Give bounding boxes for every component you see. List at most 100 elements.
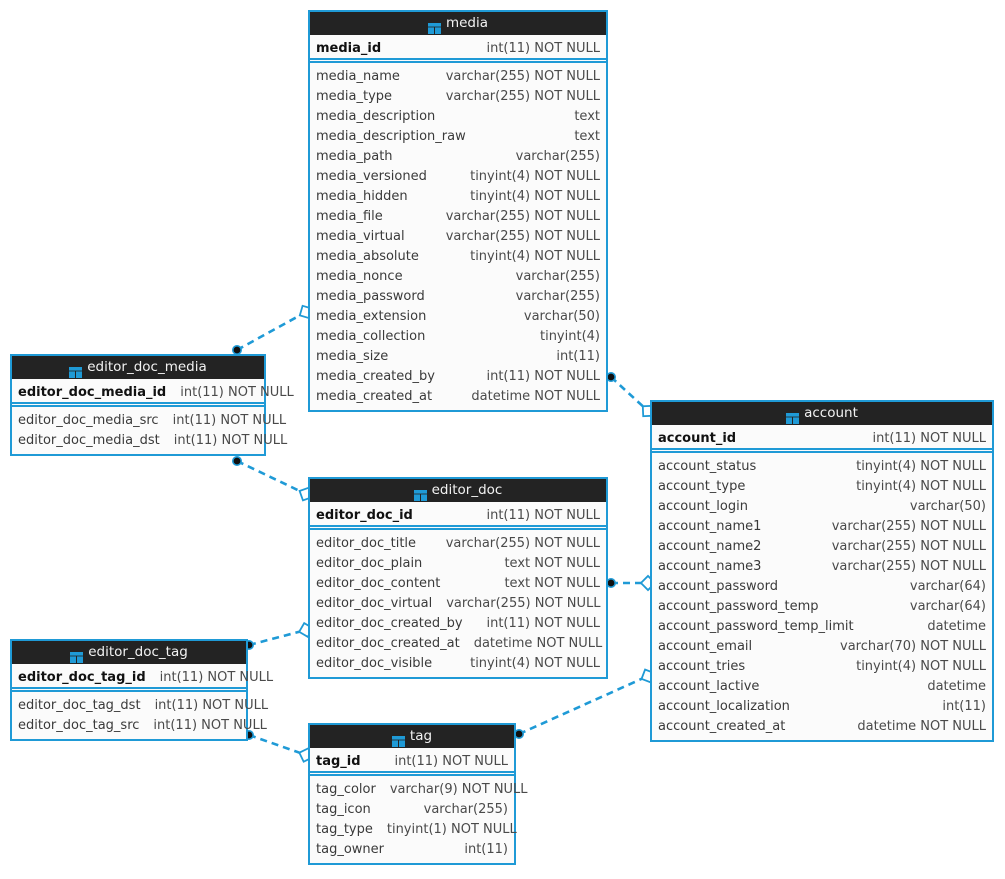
column-row: account_email varchar(70) NOT NULL xyxy=(652,636,992,656)
column-row: account_created_at datetime NOT NULL xyxy=(652,716,992,736)
column-name: editor_doc_visible xyxy=(316,656,433,671)
column-name: editor_doc_title xyxy=(316,536,417,551)
column-type: varchar(50) xyxy=(523,309,600,324)
relationship-rel-media-to-account[interactable] xyxy=(605,371,655,418)
column-name: tag_owner xyxy=(316,842,384,857)
column-name: editor_doc_tag_src xyxy=(18,718,140,733)
column-type: int(11) NOT NULL xyxy=(180,385,294,400)
relationship-rel-tag-to-account[interactable] xyxy=(513,668,656,739)
relationship-source-marker xyxy=(513,728,524,739)
column-type: varchar(255) xyxy=(423,802,508,817)
column-name: account_email xyxy=(658,639,753,654)
column-name: media_hidden xyxy=(316,189,408,204)
column-row: account_password varchar(64) xyxy=(652,576,992,596)
column-name: media_name xyxy=(316,69,400,84)
column-name: media_nonce xyxy=(316,269,403,284)
relationship-line xyxy=(248,628,307,647)
column-name: account_name1 xyxy=(658,519,762,534)
column-name: editor_doc_media_id xyxy=(18,385,167,400)
entity-table-editor_doc_tag[interactable]: editor_doc_tag editor_doc_tag_id int(11) N… xyxy=(10,639,273,741)
column-name: tag_icon xyxy=(316,802,371,817)
column-type: int(11) NOT NULL xyxy=(872,431,986,446)
column-name: media_size xyxy=(316,349,389,364)
primary-key-row: tag_id int(11) NOT NULL xyxy=(310,749,514,773)
column-type: tinyint(4) NOT NULL xyxy=(856,459,986,474)
column-type: varchar(64) xyxy=(909,579,986,594)
column-type: varchar(255) NOT NULL xyxy=(445,536,600,551)
table-icon xyxy=(786,409,800,424)
column-type: int(11) NOT NULL xyxy=(486,41,600,56)
column-name: editor_doc_tag_id xyxy=(18,670,146,685)
column-name: account_created_at xyxy=(658,719,786,734)
column-name: account_lactive xyxy=(658,679,760,694)
relationship-rel-editor-doc-to-account[interactable] xyxy=(605,574,657,592)
column-type: varchar(255) NOT NULL xyxy=(445,209,600,224)
column-type: int(11) NOT NULL xyxy=(154,698,269,713)
column-name: media_virtual xyxy=(316,229,405,244)
column-name: account_name2 xyxy=(658,539,762,554)
column-type: varchar(70) NOT NULL xyxy=(840,639,986,654)
column-name: media_password xyxy=(316,289,425,304)
column-name: media_description xyxy=(316,109,436,124)
column-name: account_password xyxy=(658,579,779,594)
column-name: editor_doc_content xyxy=(316,576,441,591)
relationship-rel-editor-doc-tag-to-tag[interactable] xyxy=(244,729,314,763)
column-type: int(11) xyxy=(464,842,508,857)
entity-header[interactable]: editor_doc xyxy=(310,479,606,502)
column-type: varchar(255) xyxy=(515,149,600,164)
column-name: account_tries xyxy=(658,659,746,674)
entity-header[interactable]: editor_doc_media xyxy=(12,356,264,379)
column-type: varchar(255) NOT NULL xyxy=(445,89,600,104)
column-name: editor_doc_virtual xyxy=(316,596,433,611)
entity-header[interactable]: account xyxy=(652,402,992,425)
primary-key-row: editor_doc_media_id int(11) NOT NULL xyxy=(12,380,294,404)
column-type: tinyint(1) NOT NULL xyxy=(386,822,517,837)
entity-table-editor_doc_media[interactable]: editor_doc_media editor_doc_media_id int(1… xyxy=(10,354,294,456)
column-type: varchar(64) xyxy=(909,599,986,614)
relationship-rel-editor-doc-media-to-media[interactable] xyxy=(232,304,314,355)
column-type: int(11) NOT NULL xyxy=(394,754,508,769)
column-name: account_name3 xyxy=(658,559,762,574)
relationship-rel-editor-doc-media-to-editor-doc[interactable] xyxy=(232,455,314,502)
column-type: tinyint(4) NOT NULL xyxy=(470,189,600,204)
entity-header[interactable]: tag xyxy=(310,725,514,748)
primary-key-section: tag_id int(11) NOT NULL xyxy=(310,748,514,776)
column-name: editor_doc_media_src xyxy=(18,413,159,428)
relationship-line xyxy=(248,733,307,757)
column-type: datetime xyxy=(927,679,986,694)
column-type: datetime NOT NULL xyxy=(857,719,986,734)
column-row: account_lactive datetime xyxy=(652,676,992,696)
column-row: account_name1 varchar(255) NOT NULL xyxy=(652,516,992,536)
column-type: varchar(255) NOT NULL xyxy=(831,519,986,534)
column-type: int(11) NOT NULL xyxy=(486,616,600,631)
entity-header[interactable]: editor_doc_tag xyxy=(12,641,246,664)
entity-header[interactable]: media xyxy=(310,12,606,35)
column-name: tag_id xyxy=(316,754,361,769)
table-icon xyxy=(69,363,83,378)
column-type: int(11) NOT NULL xyxy=(486,369,600,384)
relationship-source-marker xyxy=(605,577,616,588)
column-name: editor_doc_created_by xyxy=(316,616,463,631)
column-type: int(11) NOT NULL xyxy=(159,670,274,685)
column-name: account_password_temp_limit xyxy=(658,619,854,634)
column-type: datetime NOT NULL xyxy=(471,389,600,404)
relationship-rel-editor-doc-tag-to-editor-doc[interactable] xyxy=(244,621,315,650)
column-name: media_versioned xyxy=(316,169,427,184)
